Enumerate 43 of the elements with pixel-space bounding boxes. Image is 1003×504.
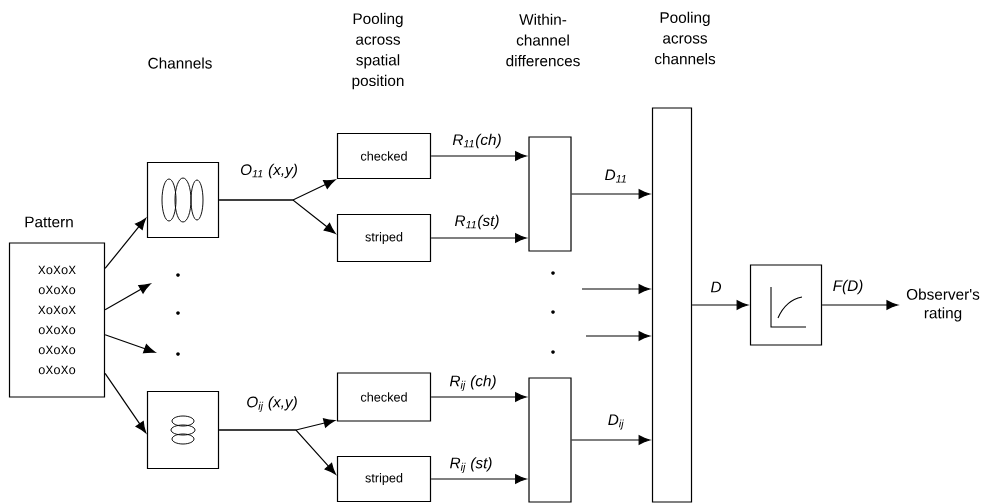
arrow bbox=[585, 331, 651, 341]
arrow bbox=[218, 199, 336, 234]
arrow bbox=[691, 300, 749, 310]
arrow bbox=[430, 474, 527, 484]
arrow bbox=[104, 372, 147, 434]
arrow bbox=[430, 151, 527, 161]
pattern-label: Pattern bbox=[25, 216, 73, 228]
pooling-box: striped bbox=[336, 213, 432, 263]
edge-label: O$_{11}$ (x,y) bbox=[240, 163, 297, 179]
pooling-bar bbox=[651, 107, 693, 503]
edge-label: D$_{ij}$ bbox=[608, 414, 624, 430]
pooling-box: striped bbox=[336, 455, 432, 503]
pooling-box: checked bbox=[336, 132, 432, 180]
arrow bbox=[571, 189, 651, 199]
difference-box bbox=[528, 136, 572, 252]
arrow bbox=[430, 233, 527, 243]
pattern-box: XoXoX oXoXo XoXoX oXoXo oXoXo oXoXo bbox=[8, 242, 106, 398]
edge-label: D bbox=[710, 281, 722, 293]
edge-label: O$_{ij}$ (x,y) bbox=[247, 396, 297, 412]
column-heading: Channels bbox=[148, 57, 212, 69]
arrow bbox=[571, 435, 651, 445]
column-heading: Pooling across spatial position bbox=[352, 12, 404, 90]
edge-label: D$_{11}$ bbox=[605, 169, 626, 183]
difference-box bbox=[528, 377, 572, 503]
arrow bbox=[430, 392, 527, 402]
edge-label: R$_{11}$(ch) bbox=[452, 133, 501, 149]
channel-box bbox=[146, 390, 220, 470]
column-heading: Within-channel differences bbox=[506, 13, 580, 67]
column-heading: Pooling across channels bbox=[654, 11, 716, 65]
arrow bbox=[104, 334, 156, 354]
arrow bbox=[104, 218, 147, 270]
edge-label: R$_{ij}$ (st) bbox=[450, 457, 492, 473]
channel-box bbox=[146, 161, 220, 239]
arrow bbox=[821, 300, 898, 310]
arrow bbox=[218, 429, 336, 475]
output-label: Observer's rating bbox=[906, 288, 980, 322]
transducer-box bbox=[749, 264, 823, 346]
edge-label: R$_{11}$(st) bbox=[455, 214, 499, 230]
arrow bbox=[104, 283, 151, 311]
edge-label: F(D) bbox=[833, 279, 863, 295]
arrow bbox=[581, 284, 651, 294]
pooling-box: checked bbox=[336, 372, 432, 422]
edge-label: R$_{ij}$ (ch) bbox=[449, 375, 496, 391]
